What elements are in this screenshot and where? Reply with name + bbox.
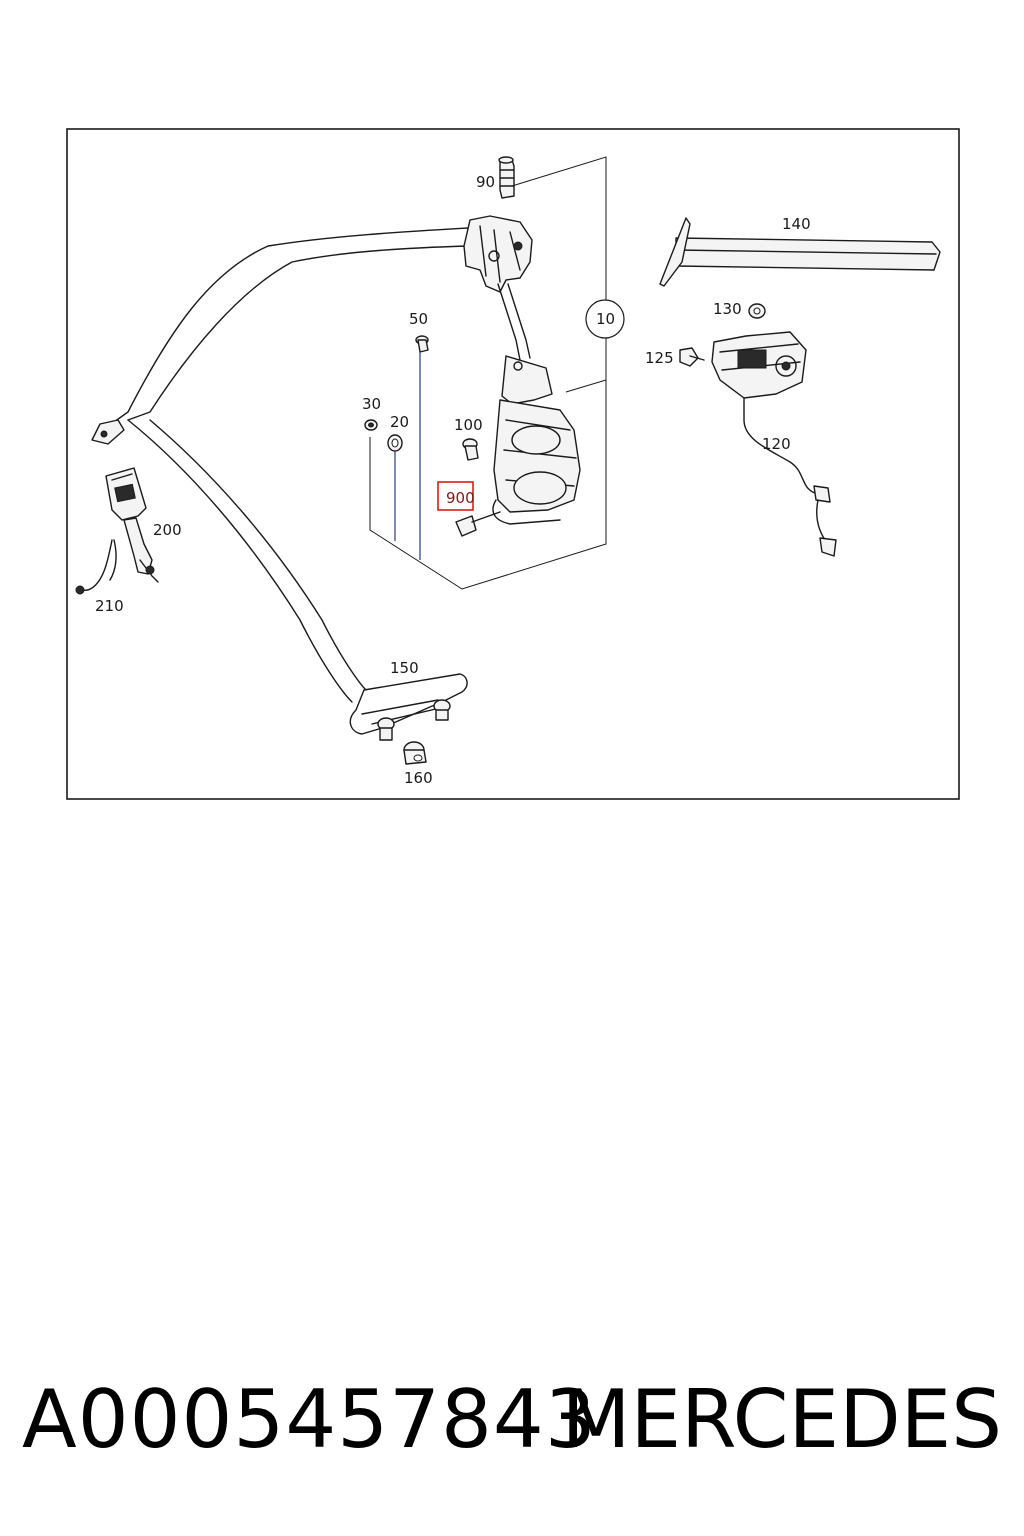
nut-160 <box>403 741 427 765</box>
bolt-125 <box>679 347 705 367</box>
footer: A0005457843 MERCEDES <box>0 1365 1024 1475</box>
callout-20: 20 <box>390 413 409 431</box>
connector-900 <box>455 511 501 537</box>
highlight-box-900 <box>437 481 474 511</box>
callout-120: 120 <box>762 435 791 453</box>
upper-anchor <box>463 215 533 293</box>
callout-125: 125 <box>645 349 674 367</box>
motor-120 <box>711 331 837 557</box>
parts-diagram: 90 140 10 50 130 125 30 20 100 120 900 2… <box>66 128 960 800</box>
bolt-50 <box>415 335 429 353</box>
callout-210: 210 <box>95 597 124 615</box>
group-10-leaders <box>369 156 625 590</box>
cover-140 <box>659 217 941 287</box>
belt-webbing <box>91 227 469 703</box>
belt-retractor <box>492 283 581 525</box>
nut-130 <box>748 303 766 319</box>
callout-circle-10 <box>585 299 625 339</box>
callout-150: 150 <box>390 659 419 677</box>
part-number: A0005457843 <box>22 1373 597 1466</box>
callout-30: 30 <box>362 395 381 413</box>
callout-900: 900 <box>446 489 475 507</box>
callout-130: 130 <box>713 300 742 318</box>
buckle-assembly <box>75 467 159 595</box>
callout-90: 90 <box>476 173 495 191</box>
brand-name: MERCEDES <box>561 1373 1002 1466</box>
anchor-rail-150 <box>349 673 468 741</box>
callout-140: 140 <box>782 215 811 233</box>
washer-30 <box>364 419 378 431</box>
callout-160: 160 <box>404 769 433 787</box>
callout-50: 50 <box>409 310 428 328</box>
bolt-90 <box>498 156 515 199</box>
callout-200: 200 <box>153 521 182 539</box>
callout-100: 100 <box>454 416 483 434</box>
bolt-100 <box>462 438 479 461</box>
ring-20 <box>387 434 403 452</box>
callout-10: 10 <box>596 310 615 328</box>
diagram-frame <box>66 128 960 800</box>
